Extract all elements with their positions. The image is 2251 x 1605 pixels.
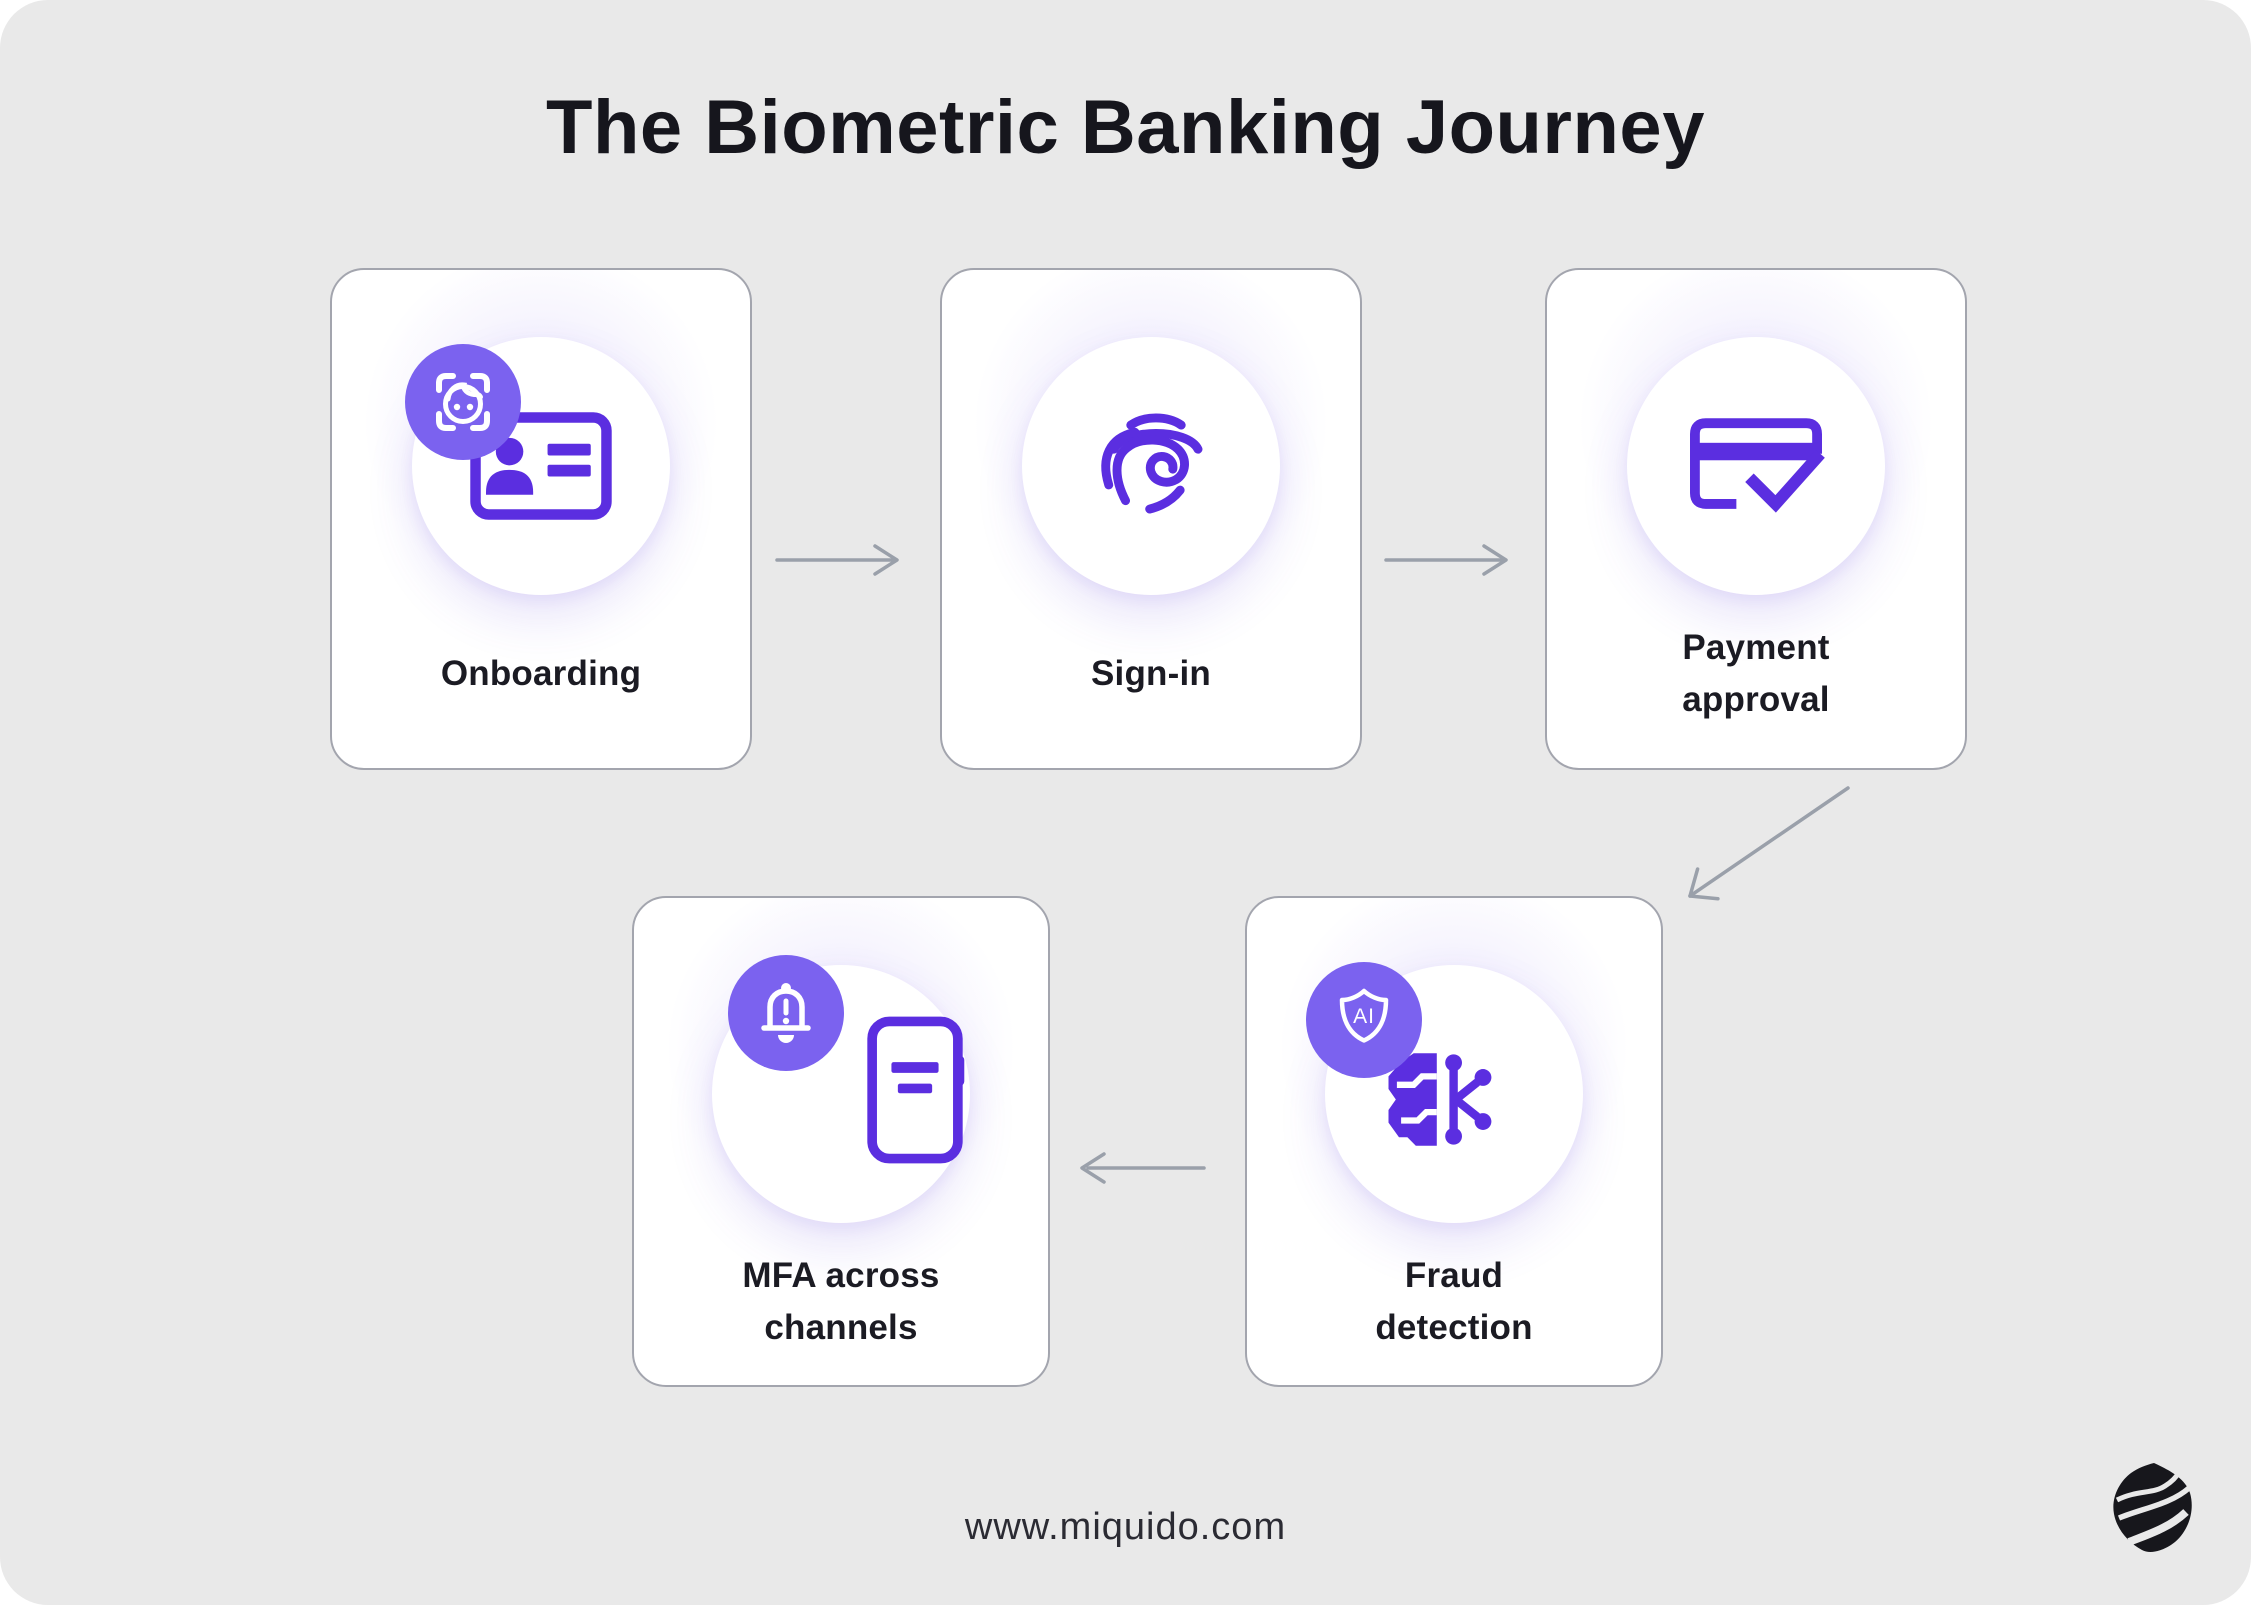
credit-card-check-icon — [1690, 418, 1825, 513]
step-label: MFA across channels — [742, 1256, 940, 1347]
step-card-mfa: MFA across channels — [632, 896, 1050, 1387]
alert-bell-badge-icon — [761, 983, 811, 1043]
fingerprint-icon — [1101, 413, 1203, 514]
id-card-icon — [470, 412, 612, 520]
face-scan-badge-icon — [436, 373, 490, 431]
icon-disc — [1627, 337, 1885, 595]
page-title: The Biometric Banking Journey — [546, 85, 1705, 170]
step-label: Payment approval — [1682, 628, 1830, 719]
arrow-fraud-to-mfa — [1080, 1152, 1206, 1184]
alert-bell-badge — [728, 955, 844, 1071]
arrow-onboarding-to-signin — [775, 544, 899, 576]
ai-brain-circuit-icon — [1388, 1053, 1492, 1146]
face-scan-badge — [405, 344, 521, 460]
step-card-onboarding: Onboarding — [330, 268, 752, 770]
step-card-fraud-detection: AI Fraud detection — [1245, 896, 1663, 1387]
ai-badge-text: AI — [1353, 1005, 1375, 1028]
step-card-signin: Sign-in — [940, 268, 1362, 770]
step-card-payment-approval: Payment approval — [1545, 268, 1967, 770]
phone-notification-icon — [867, 1016, 965, 1164]
icon-disc — [1022, 337, 1280, 595]
miquido-logo — [2113, 1463, 2192, 1553]
arrow-signin-to-payment — [1384, 544, 1508, 576]
website-url: www.miquido.com — [964, 1506, 1287, 1548]
step-label: Onboarding — [440, 654, 642, 693]
ai-shield-badge: AI — [1306, 962, 1422, 1078]
step-label: Fraud detection — [1375, 1256, 1533, 1347]
ai-shield-badge-icon: AI — [1339, 988, 1389, 1043]
arrow-payment-to-fraud — [1688, 786, 1850, 901]
step-label: Sign-in — [1091, 654, 1211, 693]
